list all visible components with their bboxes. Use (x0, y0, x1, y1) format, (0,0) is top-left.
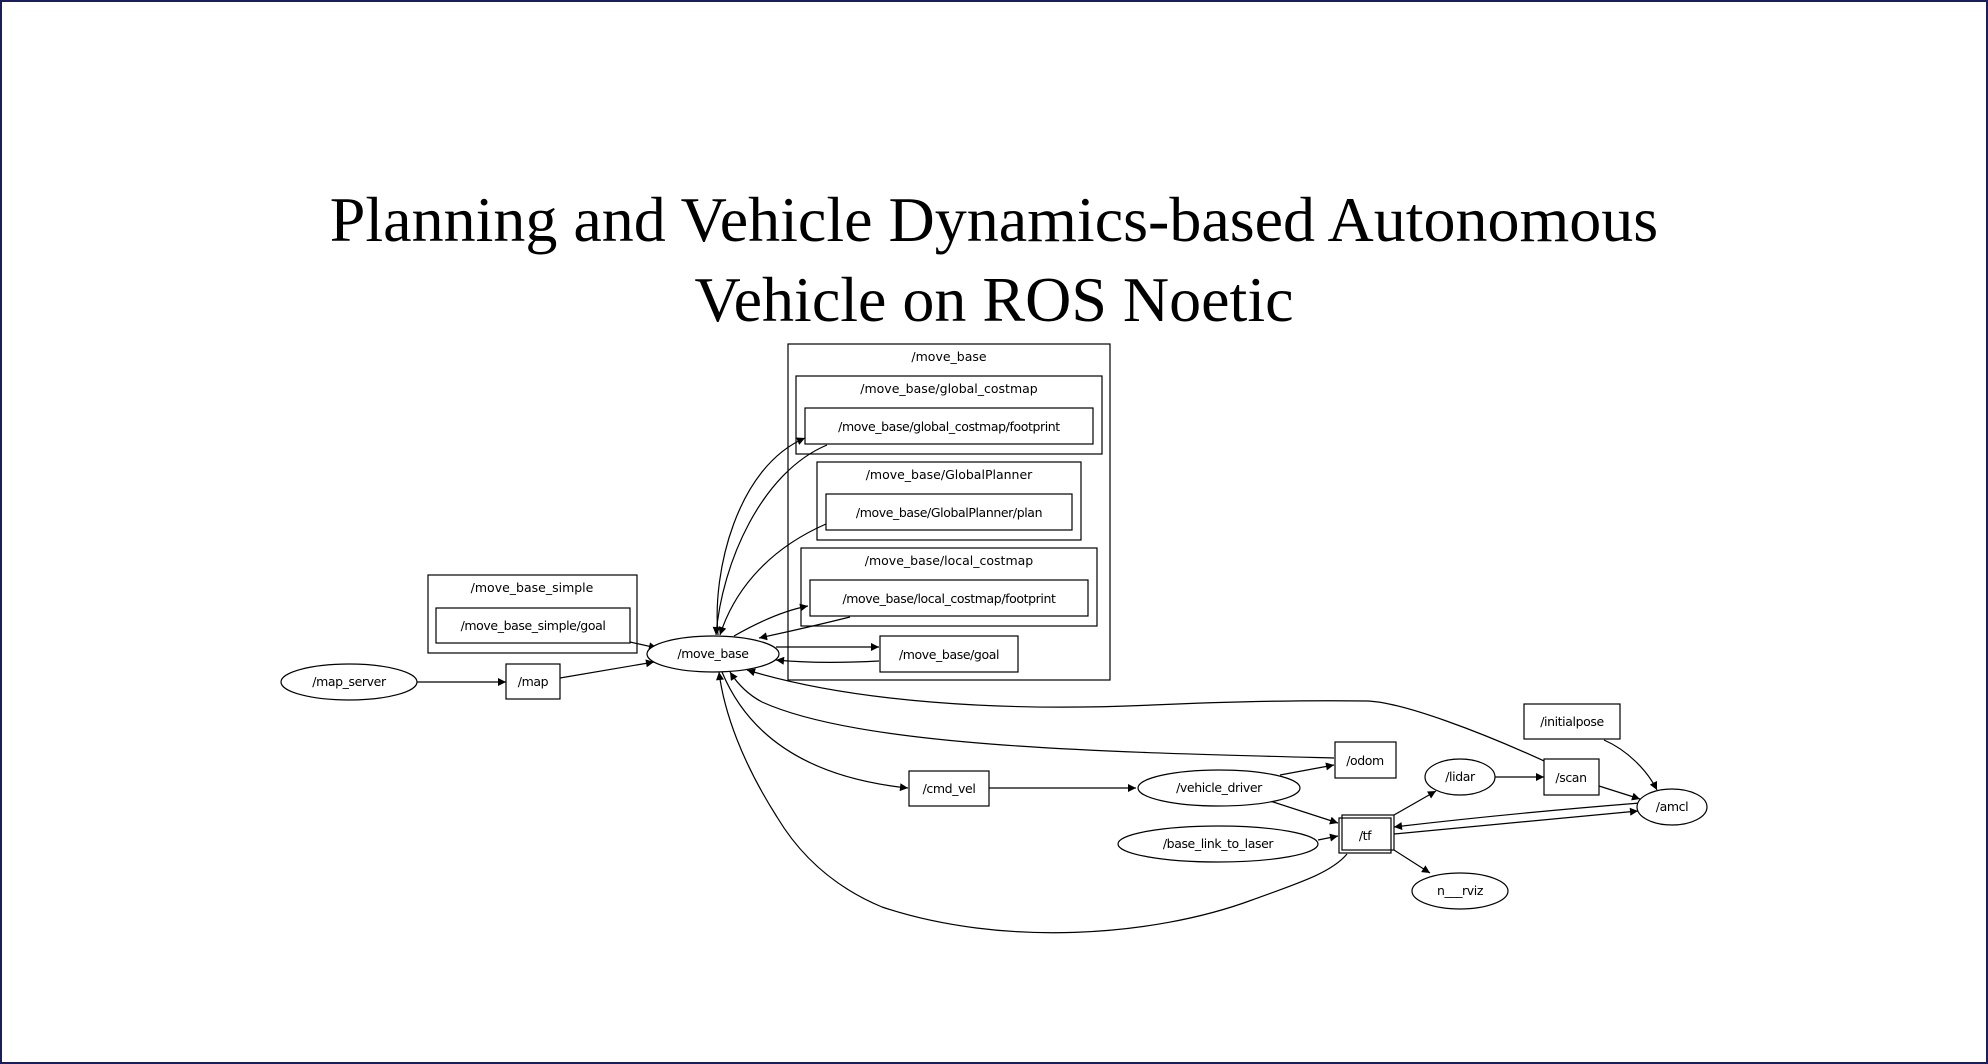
topic-odom[interactable]: /odom (1334, 741, 1397, 779)
topic-tf[interactable]: /tf (1338, 814, 1395, 854)
topic-tf-label: /tf (1359, 828, 1372, 843)
topic-global-plan[interactable]: /move_base/GlobalPlanner/plan (825, 493, 1073, 531)
topic-map-label: /map (518, 674, 549, 689)
cluster-global-costmap: /move_base/global_costmap (795, 375, 1103, 455)
topic-cmd-vel-label: /cmd_vel (923, 781, 976, 796)
edge-initialpose-to-amcl (1603, 739, 1658, 791)
topic-move-base-goal-label: /move_base/goal (899, 647, 999, 662)
edge-amcl-to-tf (1393, 802, 1641, 831)
node-rviz-label: n___rviz (1437, 883, 1484, 898)
node-lidar-label: /lidar (1445, 769, 1476, 784)
topic-initialpose-label: /initialpose (1540, 714, 1604, 729)
slide-title: Planning and Vehicle Dynamics-based Auto… (2, 180, 1986, 340)
node-move-base[interactable]: /move_base (646, 635, 780, 673)
topic-scan-label: /scan (1555, 770, 1586, 785)
edge-vehicle-driver-to-tf (1269, 800, 1339, 825)
topic-move-base-simple-goal-label: /move_base_simple/goal (461, 618, 606, 633)
edge-tf-to-amcl (1393, 807, 1639, 835)
edge-move-base-to-cmd-vel (721, 671, 909, 792)
node-map-server-label: /map_server (312, 674, 387, 689)
edge-global-footprint-to-move-base (712, 444, 828, 636)
edge-map-to-move-base (559, 659, 655, 679)
topic-scan[interactable]: /scan (1543, 758, 1600, 796)
node-map-server[interactable]: /map_server (280, 663, 418, 701)
edge-goal-to-move-base (775, 656, 880, 665)
topic-map[interactable]: /map (505, 663, 561, 700)
topic-global-footprint[interactable]: /move_base/global_costmap/footprint (804, 407, 1094, 445)
edge-scan-to-move-base (746, 668, 1556, 767)
topic-global-footprint-label: /move_base/global_costmap/footprint (838, 419, 1060, 434)
topic-local-footprint[interactable]: /move_base/local_costmap/footprint (809, 579, 1089, 617)
node-vehicle-driver-label: /vehicle_driver (1176, 780, 1263, 795)
cluster-global-planner-label: /move_base/GlobalPlanner (866, 467, 1033, 482)
edge-tf-to-rviz (1393, 849, 1431, 874)
node-lidar[interactable]: /lidar (1424, 758, 1496, 796)
topic-global-plan-label: /move_base/GlobalPlanner/plan (856, 505, 1042, 520)
node-base-link-to-laser-label: /base_link_to_laser (1163, 836, 1275, 851)
edge-global-plan-to-move-base (718, 523, 827, 636)
cluster-move-base: /move_base (787, 343, 1111, 681)
edges (417, 437, 1658, 934)
edge-scan-to-amcl (1598, 785, 1641, 801)
topic-local-footprint-label: /move_base/local_costmap/footprint (842, 591, 1056, 606)
edge-tf-to-move-base (716, 671, 1348, 934)
topic-cmd-vel[interactable]: /cmd_vel (908, 770, 990, 807)
slide-title-line-1: Planning and Vehicle Dynamics-based Auto… (329, 184, 1659, 255)
edge-move-base-to-global-footprint (716, 437, 806, 636)
edge-vehicle-driver-to-odom (1279, 762, 1335, 776)
node-amcl-label: /amcl (1656, 799, 1688, 814)
edge-tf-to-lidar (1393, 790, 1437, 816)
edge-move-base-to-local-footprint (733, 603, 809, 637)
cluster-local-costmap: /move_base/local_costmap (800, 547, 1098, 627)
edge-base-link-to-laser-to-tf (1317, 833, 1339, 842)
cluster-local-costmap-label: /move_base/local_costmap (865, 553, 1034, 568)
cluster-global-costmap-label: /move_base/global_costmap (860, 381, 1038, 396)
slide-title-line-2: Vehicle on ROS Noetic (694, 264, 1294, 335)
topic-initialpose[interactable]: /initialpose (1523, 703, 1621, 740)
node-vehicle-driver[interactable]: /vehicle_driver (1137, 769, 1301, 807)
node-amcl[interactable]: /amcl (1636, 788, 1708, 826)
cluster-move-base-simple: /move_base_simple (427, 574, 638, 654)
cluster-move-base-label: /move_base (911, 349, 986, 364)
edge-local-footprint-to-move-base (758, 616, 851, 641)
node-move-base-label: /move_base (677, 646, 749, 661)
topic-odom-label: /odom (1346, 753, 1384, 768)
node-base-link-to-laser[interactable]: /base_link_to_laser (1117, 825, 1319, 863)
node-rviz[interactable]: n___rviz (1411, 872, 1509, 910)
topic-move-base-goal[interactable]: /move_base/goal (879, 635, 1019, 673)
topic-move-base-simple-goal[interactable]: /move_base_simple/goal (435, 607, 631, 644)
edge-odom-to-move-base (729, 671, 1335, 759)
cluster-global-planner: /move_base/GlobalPlanner (816, 461, 1082, 541)
cluster-move-base-simple-label: /move_base_simple (471, 580, 594, 595)
